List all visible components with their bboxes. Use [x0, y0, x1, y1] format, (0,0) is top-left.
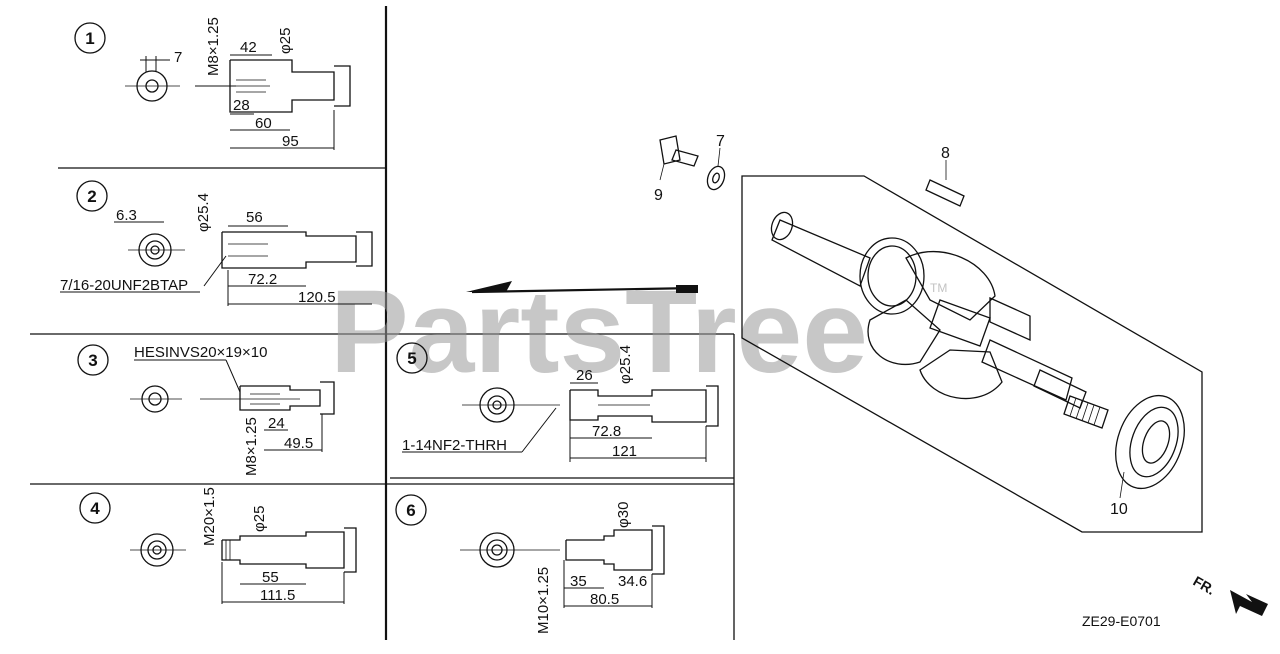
panel-1: 1 7 M8×1.25 42 φ25 28 60 95	[74, 17, 351, 150]
front-label: FR.	[1191, 573, 1219, 598]
panel-3-key: HESINVS20×19×10	[134, 344, 267, 361]
front-direction-indicator: FR.	[1191, 573, 1268, 616]
callout-9: 9	[654, 187, 663, 204]
panel-5-dim-121: 121	[612, 443, 637, 460]
panel-5-dim-72-8: 72.8	[592, 423, 621, 440]
panel-6-dim-80-5: 80.5	[590, 591, 619, 608]
panel-2-dim-6-3: 6.3	[116, 207, 137, 224]
front-arrow-icon	[1230, 590, 1268, 616]
panel-4-number: 4	[90, 499, 100, 518]
panel-3-dim-49-5: 49.5	[284, 435, 313, 452]
panel-5-number: 5	[407, 349, 416, 368]
panel-3-dim-m8: M8×1.25	[243, 417, 260, 476]
panel-2: 2 6.3 φ25.4 56 72.2 120.5 7/16-20UNF2BTA…	[60, 180, 373, 306]
panel-4-dim-m20: M20×1.5	[201, 487, 218, 546]
watermark-tm: TM	[930, 281, 947, 295]
panel-4-number-circle	[79, 492, 111, 524]
panel-2-dim-120-5: 120.5	[298, 289, 336, 306]
panel-6-number-circle	[395, 494, 427, 526]
callout-7: 7	[716, 133, 725, 150]
panel-6-number: 6	[406, 501, 415, 520]
panel-2-dim-phi25-4: φ25.4	[195, 193, 212, 232]
panel-2-thread: 7/16-20UNF2BTAP	[60, 277, 188, 294]
panel-6-dim-m10: M10×1.25	[535, 567, 552, 634]
crankshaft-assembly	[659, 135, 1203, 533]
panel-1-number-circle	[74, 22, 106, 54]
panel-1-dim-m8: M8×1.25	[205, 17, 222, 76]
panel-1-dim-95: 95	[282, 133, 299, 150]
panel-5-number-circle	[396, 342, 428, 374]
panel-1-dim-42: 42	[240, 39, 257, 56]
panel-1-number: 1	[85, 29, 94, 48]
panel-4-dim-phi25: φ25	[251, 506, 268, 532]
panel-1-dim-28: 28	[233, 97, 250, 114]
panel-5-thread: 1-14NF2-THRH	[402, 437, 507, 454]
panel-3: 3 HESINVS20×19×10 M8×1.25 24 49.5	[77, 344, 335, 476]
panel-1-dim-7: 7	[174, 49, 182, 66]
callout-10: 10	[1110, 501, 1128, 518]
panel-2-dim-56: 56	[246, 209, 263, 226]
panel-2-dim-72-2: 72.2	[248, 271, 277, 288]
panel-3-number: 3	[88, 351, 97, 370]
panel-6: 6 φ30 M10×1.25 35 34.6 80.5	[395, 494, 665, 634]
panel-1-dim-60: 60	[255, 115, 272, 132]
panel-1-dim-phi25: φ25	[277, 28, 294, 54]
direction-arrow	[466, 281, 698, 294]
panel-6-dim-35: 35	[570, 573, 587, 590]
panel-4: 4 M20×1.5 φ25 55 111.5	[79, 487, 357, 604]
panel-2-number: 2	[87, 187, 96, 206]
panel-4-dim-111-5: 111.5	[260, 587, 295, 604]
panel-6-dim-34-6: 34.6	[618, 573, 647, 590]
panel-3-number-circle	[77, 344, 109, 376]
panel-3-dim-24: 24	[268, 415, 285, 432]
panel-4-dim-55: 55	[262, 569, 279, 586]
panel-6-dim-phi30: φ30	[615, 502, 632, 528]
panel-5-dim-26: 26	[576, 367, 593, 384]
panel-frame	[30, 6, 735, 640]
panel-2-number-circle	[76, 180, 108, 212]
panel-5: 5 26 φ25.4 72.8 121 1-14NF2-THRH	[396, 342, 719, 462]
drawing-code: ZE29-E0701	[1082, 613, 1161, 629]
watermark-text: PartsTree	[330, 266, 868, 398]
callout-8: 8	[941, 145, 950, 162]
panel-5-dim-phi25-4: φ25.4	[617, 345, 634, 384]
